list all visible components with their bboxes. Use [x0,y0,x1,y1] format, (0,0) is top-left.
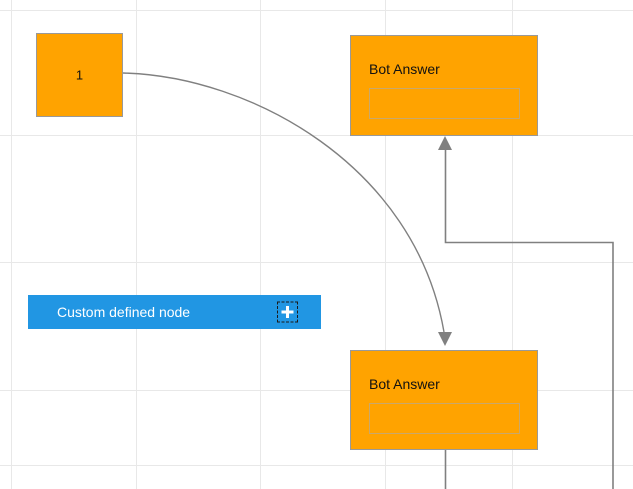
node-bot-answer-top-title: Bot Answer [369,61,440,77]
node-start[interactable]: 1 [36,33,123,117]
arrowhead-down-icon [438,332,452,346]
add-node-button[interactable] [277,301,298,323]
node-bot-answer-top[interactable]: Bot Answer [350,35,538,136]
node-bot-answer-bottom-title: Bot Answer [369,376,440,392]
node-custom-defined-label: Custom defined node [57,304,191,320]
node-start-label: 1 [75,67,84,83]
node-bot-answer-bottom-slot[interactable] [369,403,520,434]
plus-icon [281,306,294,319]
node-bot-answer-bottom[interactable]: Bot Answer [350,350,538,450]
node-bot-answer-top-slot[interactable] [369,88,520,119]
node-custom-defined[interactable]: Custom defined node [28,295,321,329]
arrowhead-up-icon [438,136,452,150]
